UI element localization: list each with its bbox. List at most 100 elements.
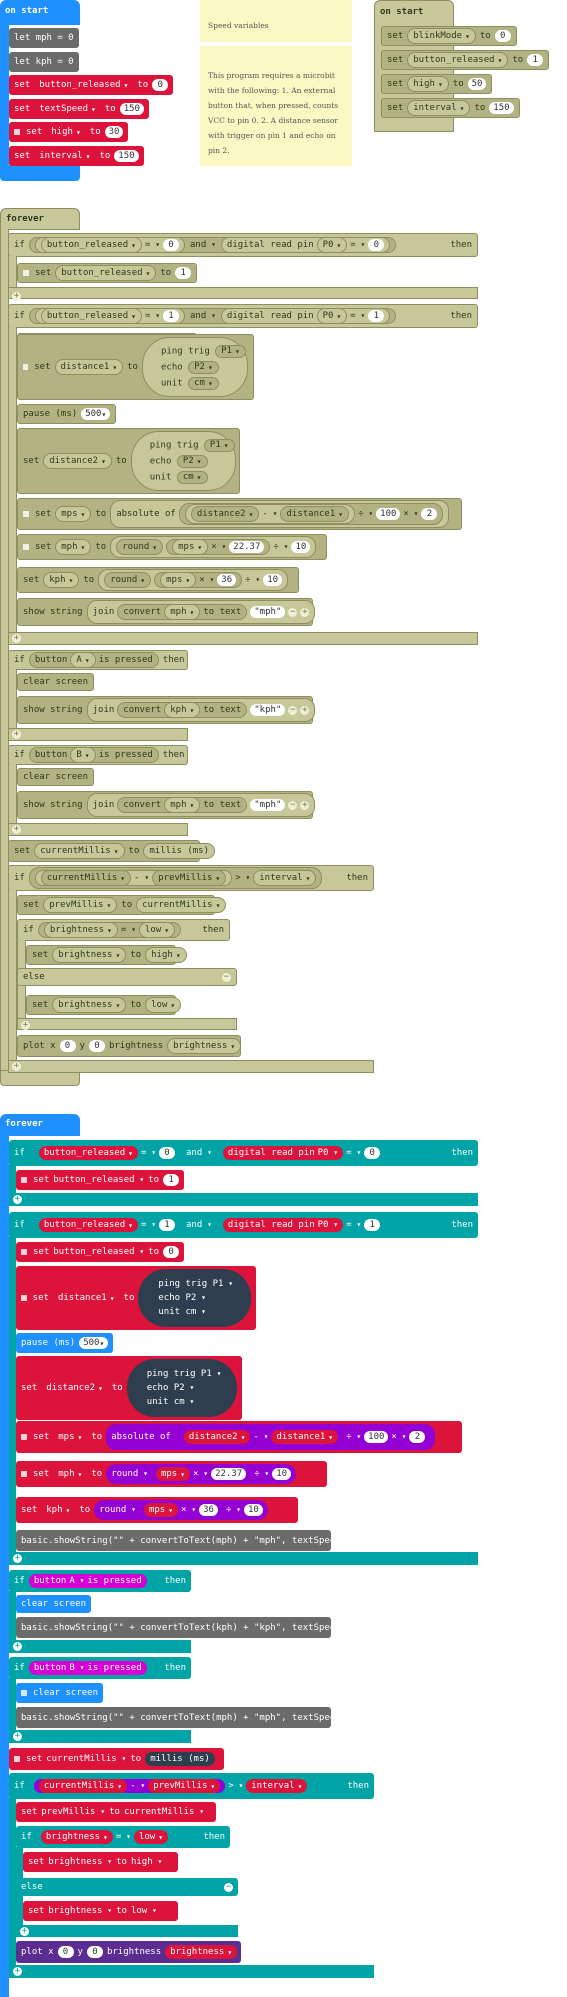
comment-icon[interactable] bbox=[21, 1249, 27, 1255]
variable-dropdown[interactable]: currentMillis bbox=[136, 897, 227, 913]
variable-dropdown[interactable]: low bbox=[133, 1830, 169, 1844]
variable-dropdown[interactable]: mph bbox=[55, 539, 92, 555]
operator-dropdown[interactable]: × bbox=[403, 509, 418, 519]
variable-dropdown[interactable]: prevMillis bbox=[148, 1779, 221, 1793]
show-string-mph-block[interactable]: show string joinconvertmphto text"mph"−+ bbox=[17, 791, 316, 819]
if-released-1-block[interactable]: if button_released=1 and digital read pi… bbox=[9, 1212, 478, 1238]
value-input[interactable]: 30 bbox=[104, 126, 124, 138]
variable-dropdown[interactable]: brightness bbox=[48, 1857, 112, 1867]
variable-dropdown[interactable]: button_released bbox=[34, 78, 134, 92]
add-else-icon[interactable]: + bbox=[13, 1553, 22, 1563]
if-brightness-low-block[interactable]: if brightness=low then bbox=[16, 1826, 230, 1848]
if-released-0-block[interactable]: if button_released=0 and digital read pi… bbox=[9, 1140, 478, 1166]
set-kph-block[interactable]: set kph to roundmps×36÷10 bbox=[17, 567, 299, 593]
variable-dropdown[interactable]: kph bbox=[41, 1503, 76, 1517]
variable-dropdown[interactable]: interval bbox=[407, 100, 471, 116]
plus-circle-icon[interactable]: + bbox=[300, 704, 310, 715]
variable-dropdown[interactable]: kph bbox=[43, 572, 80, 588]
unit-dropdown[interactable]: cm bbox=[176, 470, 208, 484]
variable-dropdown[interactable]: mph bbox=[164, 797, 201, 813]
value-input[interactable]: 22.37 bbox=[211, 1468, 247, 1480]
compare-block[interactable]: button_released=0 bbox=[34, 237, 186, 253]
variable-dropdown[interactable]: distance2 bbox=[43, 453, 112, 469]
unit-dropdown[interactable]: cm bbox=[186, 1307, 206, 1317]
variable-dropdown[interactable]: low bbox=[131, 1906, 157, 1916]
let-kph-block[interactable]: let kph = 0 bbox=[9, 52, 79, 72]
plus-circle-icon[interactable]: + bbox=[300, 799, 310, 810]
variable-dropdown[interactable]: mph bbox=[53, 1467, 88, 1481]
pause-block[interactable]: pause (ms) 500 bbox=[16, 1333, 114, 1353]
round-dropdown[interactable]: round bbox=[104, 572, 152, 588]
minus-circle-icon[interactable]: − bbox=[288, 799, 298, 810]
echo-pin-dropdown[interactable]: P2 bbox=[188, 360, 219, 374]
clear-screen-block[interactable]: clear screen bbox=[17, 673, 95, 691]
minus-circle-icon[interactable]: − bbox=[288, 606, 298, 617]
operator-dropdown[interactable]: × bbox=[391, 1432, 406, 1442]
value-input[interactable]: 50 bbox=[467, 78, 487, 90]
value-input[interactable]: 22.37 bbox=[229, 541, 265, 553]
join-block[interactable]: joinconvertmphto text"mph"−+ bbox=[86, 600, 316, 624]
if-button-a-block[interactable]: if buttonAis pressed then bbox=[9, 1570, 191, 1592]
set-brightness-low-block[interactable]: set brightness to low bbox=[26, 995, 182, 1015]
variable-dropdown[interactable]: button_released bbox=[40, 308, 142, 324]
operator-dropdown[interactable]: ÷ bbox=[358, 509, 373, 519]
value-input[interactable]: 150 bbox=[119, 103, 144, 115]
if-button-b-block[interactable]: if buttonBis pressed then bbox=[9, 1657, 191, 1679]
value-input[interactable]: 10 bbox=[244, 1504, 263, 1516]
comment-icon[interactable] bbox=[21, 1471, 27, 1477]
variable-dropdown[interactable]: button_released bbox=[38, 1146, 138, 1160]
value-input[interactable]: 1 bbox=[368, 310, 385, 322]
set-released-1-block[interactable]: set button_released to 1 bbox=[17, 263, 198, 283]
forever-disabled-hat[interactable]: forever bbox=[0, 208, 80, 230]
compare-block[interactable]: button_released=1 bbox=[33, 1218, 181, 1232]
operator-dropdown[interactable]: × bbox=[211, 542, 226, 552]
set-distance2-block[interactable]: set distance2 to ping trig P1 echo P2 un… bbox=[16, 1356, 242, 1420]
operator-dropdown[interactable]: - bbox=[130, 1781, 145, 1791]
ping-block[interactable]: ping trig P1 echo P2 unit cm bbox=[126, 1359, 237, 1417]
trig-pin-dropdown[interactable]: P1 bbox=[203, 438, 235, 452]
set-currentmillis-block[interactable]: set currentMillis to millis (ms) bbox=[9, 1748, 224, 1770]
variable-dropdown[interactable]: prevMillis bbox=[43, 897, 118, 913]
variable-dropdown[interactable]: button_released bbox=[55, 265, 157, 281]
and-condition[interactable]: button_released=1 and digital read pinP0… bbox=[28, 308, 397, 324]
value-input[interactable]: 0 bbox=[159, 1147, 176, 1159]
value-input[interactable]: 1 bbox=[527, 54, 544, 66]
variable-dropdown[interactable]: button_released bbox=[53, 1175, 144, 1185]
operator-dropdown[interactable]: = bbox=[145, 311, 160, 321]
set-distance1-block[interactable]: set distance1 to ping trig P1 echo P2 un… bbox=[16, 1266, 256, 1330]
variable-dropdown[interactable]: distance2 bbox=[41, 1381, 108, 1395]
variable-dropdown[interactable]: low bbox=[145, 997, 182, 1013]
operator-dropdown[interactable]: = bbox=[141, 1148, 156, 1158]
variable-dropdown[interactable]: button_released bbox=[53, 1247, 144, 1257]
add-else-icon[interactable]: + bbox=[21, 1020, 30, 1030]
value-input[interactable]: 100 bbox=[376, 508, 401, 520]
variable-dropdown[interactable]: mps bbox=[143, 1503, 179, 1517]
unit-dropdown[interactable]: cm bbox=[174, 1397, 194, 1407]
and-condition[interactable]: button_released=0 and digital read pinP0… bbox=[28, 237, 397, 253]
set-prevmillis-block[interactable]: set prevMillis to currentMillis bbox=[17, 895, 227, 915]
value-input[interactable]: 150 bbox=[489, 102, 514, 114]
pin-dropdown[interactable]: P0 bbox=[318, 1220, 338, 1230]
js-show-string-kph-block[interactable]: basic.showString("" + convertToText(kph)… bbox=[16, 1617, 346, 1638]
set-interval-block[interactable]: set interval to 150 bbox=[381, 98, 520, 118]
variable-dropdown[interactable]: button_released bbox=[38, 1218, 138, 1232]
value-input[interactable]: 36 bbox=[199, 1504, 218, 1516]
round-block[interactable]: roundmps×36÷10 bbox=[98, 569, 289, 591]
pin-dropdown[interactable]: P0 bbox=[316, 237, 348, 253]
variable-dropdown[interactable]: button_released bbox=[40, 237, 142, 253]
remove-else-icon[interactable]: − bbox=[222, 971, 231, 982]
js-show-string-mph-block[interactable]: basic.showString("" + convertToText(mph)… bbox=[16, 1530, 346, 1551]
operator-dropdown[interactable]: - bbox=[262, 509, 277, 519]
clear-screen-block[interactable]: clear screen bbox=[17, 768, 95, 786]
if-button-a-block[interactable]: if buttonAis pressed then bbox=[8, 650, 188, 670]
add-else-icon[interactable]: + bbox=[12, 633, 21, 643]
button-dropdown[interactable]: A bbox=[69, 1576, 84, 1586]
if-released-0-block[interactable]: if button_released=0 and digital read pi… bbox=[8, 233, 478, 257]
operator-dropdown[interactable]: = bbox=[116, 1832, 131, 1842]
let-mph-block[interactable]: let mph = 0 bbox=[9, 28, 79, 48]
value-input[interactable]: 2 bbox=[409, 1431, 426, 1443]
and-dropdown[interactable]: and bbox=[190, 311, 216, 321]
string-input[interactable]: "mph" bbox=[250, 799, 286, 811]
set-distance1-block[interactable]: set distance1 to ping trig P1 echo P2 un… bbox=[17, 334, 254, 400]
